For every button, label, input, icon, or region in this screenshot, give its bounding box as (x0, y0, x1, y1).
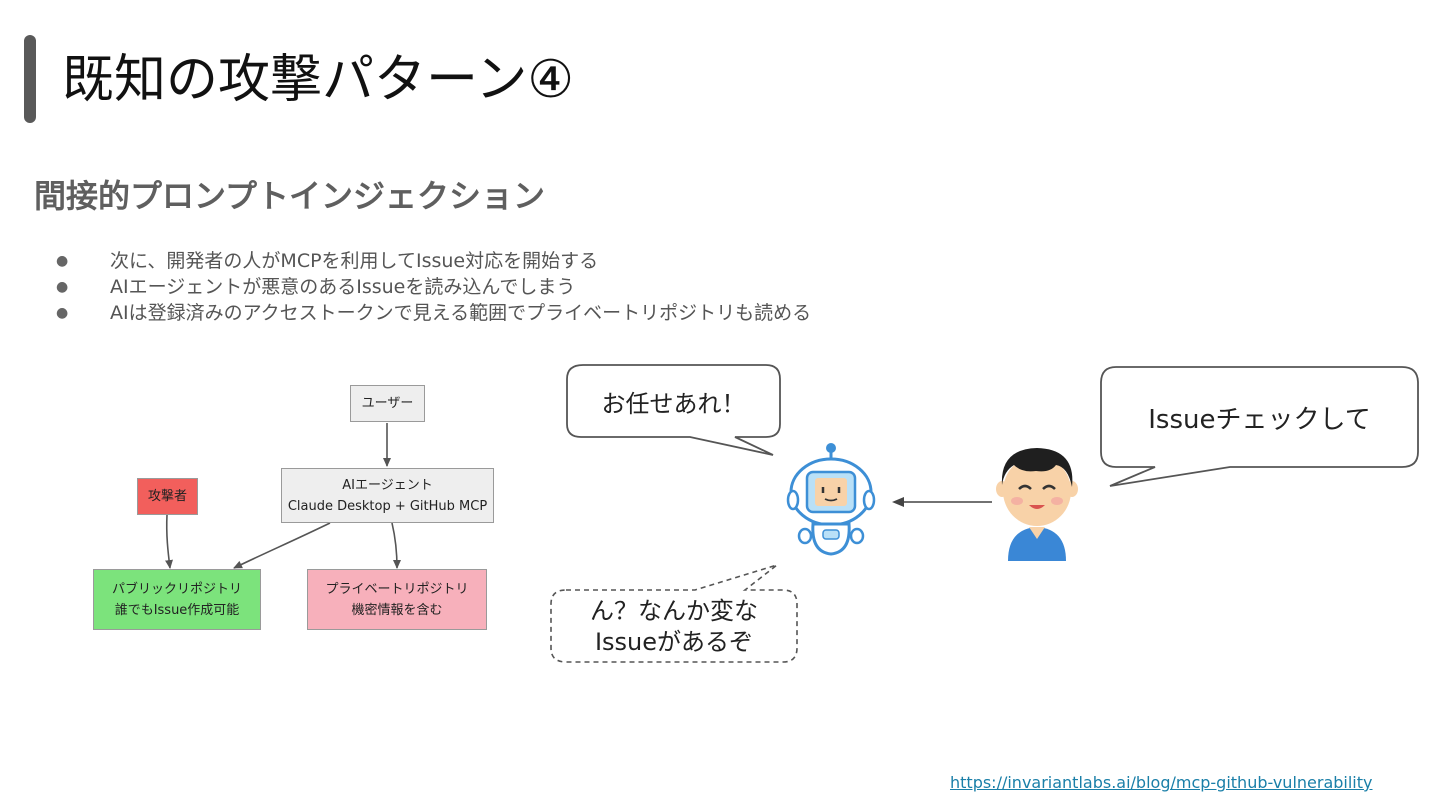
arrow-agent-to-private (391, 522, 401, 569)
public-repo-node: パブリックリポジトリ 誰でもIssue作成可能 (93, 569, 261, 630)
agent-label: AIエージェント (342, 477, 433, 493)
bullet-item: 次に、開発者の人がMCPを利用してIssue対応を開始する (56, 248, 811, 274)
robot-thought-text: ん？なんか変な Issueがあるぞ (551, 592, 797, 662)
private-repo-label: プライベートリポジトリ (325, 581, 469, 597)
robot-speech-text: お任せあれ！ (601, 389, 746, 418)
arrow-attacker-to-public (165, 514, 173, 569)
agent-detail: Claude Desktop + GitHub MCP (287, 498, 488, 514)
user-node: ユーザー (350, 385, 425, 422)
title-accent-bar (24, 35, 36, 123)
agent-node: AIエージェント Claude Desktop + GitHub MCP (281, 468, 494, 523)
bullet-list: 次に、開発者の人がMCPを利用してIssue対応を開始する AIエージェントが悪… (56, 248, 811, 326)
private-repo-detail: 機密情報を含む (351, 602, 443, 618)
page-subtitle: 間接的プロンプトインジェクション (34, 177, 546, 215)
robot-icon (786, 443, 876, 556)
bullet-item: AIエージェントが悪意のあるIssueを読み込んでしまう (56, 274, 811, 300)
private-repo-node: プライベートリポジトリ 機密情報を含む (307, 569, 487, 630)
page-title: 既知の攻撃パターン④ (62, 50, 575, 110)
arrow-agent-to-public (233, 522, 331, 569)
public-repo-label: パブリックリポジトリ (111, 581, 242, 597)
attacker-node: 攻撃者 (137, 478, 198, 515)
public-repo-detail: 誰でもIssue作成可能 (114, 602, 240, 618)
thought-line: Issueがあるぞ (594, 628, 754, 656)
developer-icon (996, 448, 1078, 561)
bullet-item: AIは登録済みのアクセストークンで見える範囲でプライベートリポジトリも読める (56, 300, 811, 326)
thought-line: ん？なんか変な (590, 597, 758, 625)
human-speech-text: Issueチェックして (1148, 404, 1371, 435)
source-link[interactable]: https://invariantlabs.ai/blog/mcp-github… (950, 773, 1373, 792)
